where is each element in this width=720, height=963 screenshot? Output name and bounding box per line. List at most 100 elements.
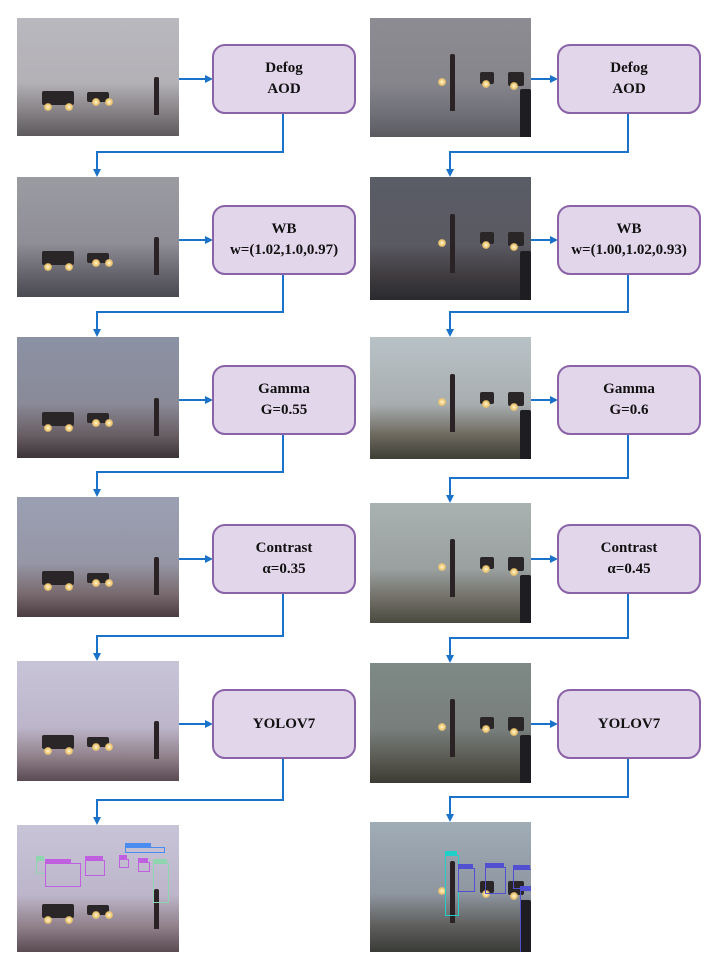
car-detection-box xyxy=(119,855,129,868)
headlight xyxy=(65,102,73,111)
car xyxy=(87,905,109,915)
right-image-stage-1 xyxy=(370,18,531,137)
headlight xyxy=(438,563,446,571)
headlight xyxy=(482,565,490,574)
headlight xyxy=(105,578,113,587)
headlight xyxy=(92,98,100,107)
step-name: Gamma xyxy=(258,381,310,397)
traffic-light-detection-box xyxy=(125,843,165,853)
headlight xyxy=(92,911,100,920)
headlight xyxy=(482,725,490,734)
step-parameter: G=0.6 xyxy=(609,402,649,418)
headlight xyxy=(65,263,73,272)
left-step-box-5: YOLOV7 xyxy=(212,689,356,759)
traffic-officer xyxy=(450,213,455,273)
headlight xyxy=(510,567,518,576)
step-parameter: G=0.55 xyxy=(260,402,308,418)
pedestrian-edge xyxy=(520,250,531,300)
car-detection-box xyxy=(138,858,150,872)
headlight xyxy=(510,727,518,736)
left-image-stage-2 xyxy=(17,177,179,297)
pedestrian-edge xyxy=(520,410,531,459)
step-parameter: w=(1.00,1.02,0.93) xyxy=(571,242,687,258)
left-image-stage-4 xyxy=(17,497,179,617)
car xyxy=(508,557,524,571)
right-image-stage-3 xyxy=(370,337,531,459)
car xyxy=(87,413,109,424)
traffic-officer xyxy=(154,888,159,930)
step-name: Contrast xyxy=(255,540,313,556)
car xyxy=(42,571,74,586)
person-detection-box xyxy=(153,859,169,903)
traffic-officer xyxy=(154,557,159,596)
car xyxy=(42,412,74,427)
car xyxy=(87,572,109,583)
step-name: Defog xyxy=(610,60,648,76)
headlight xyxy=(65,747,73,756)
person-detection-box xyxy=(445,851,459,916)
headlight xyxy=(44,583,52,592)
arrow-box-to-next-image xyxy=(93,594,284,661)
headlight xyxy=(438,77,446,86)
headlight xyxy=(65,583,73,592)
pedestrian-edge xyxy=(520,89,531,137)
headlight xyxy=(92,258,100,267)
traffic-officer xyxy=(154,237,159,276)
headlight xyxy=(44,424,52,433)
traffic-officer xyxy=(154,77,159,115)
headlight xyxy=(510,243,518,252)
car xyxy=(508,232,524,247)
person-detection-box xyxy=(520,886,531,952)
car xyxy=(87,736,109,747)
right-step-box-5: YOLOV7 xyxy=(557,689,701,759)
car-detection-box xyxy=(458,864,475,892)
step-parameter: w=(1.02,1.0,0.97) xyxy=(229,242,339,258)
step-name: WB xyxy=(271,221,297,237)
car xyxy=(480,880,494,893)
step-parameter: α=0.35 xyxy=(262,561,306,577)
car xyxy=(508,391,524,406)
headlight xyxy=(65,424,73,433)
step-name: YOLOV7 xyxy=(252,715,316,732)
headlight xyxy=(92,742,100,751)
headlight xyxy=(44,263,52,272)
step-name: Gamma xyxy=(603,381,655,397)
car-detection-box xyxy=(45,859,81,887)
step-parameter: AOD xyxy=(267,81,301,97)
traffic-officer xyxy=(154,721,159,760)
headlight xyxy=(92,578,100,587)
left-image-stage-6 xyxy=(17,825,179,952)
traffic-officer xyxy=(154,397,159,437)
right-image-stage-6 xyxy=(370,822,531,952)
headlight xyxy=(92,419,100,428)
arrow-box-to-next-image xyxy=(446,759,629,822)
traffic-officer xyxy=(450,53,455,111)
headlight xyxy=(482,79,490,88)
headlight xyxy=(105,98,113,107)
car xyxy=(42,251,74,266)
traffic-officer xyxy=(450,539,455,597)
right-image-stage-4 xyxy=(370,503,531,623)
car-detection-box xyxy=(485,863,506,894)
headlight xyxy=(438,887,446,895)
step-name: Defog xyxy=(265,60,303,76)
arrow-box-to-next-image xyxy=(93,275,284,337)
headlight xyxy=(44,916,52,925)
headlight xyxy=(105,742,113,751)
left-step-box-4: Contrast α=0.35 xyxy=(212,524,356,594)
step-name: Contrast xyxy=(600,540,658,556)
car xyxy=(87,252,109,263)
car xyxy=(508,71,524,86)
arrow-box-to-next-image xyxy=(446,275,629,337)
step-parameter: AOD xyxy=(612,81,646,97)
headlight xyxy=(510,402,518,411)
pedestrian-edge xyxy=(520,735,531,783)
headlight xyxy=(438,238,446,247)
headlight xyxy=(482,240,490,249)
